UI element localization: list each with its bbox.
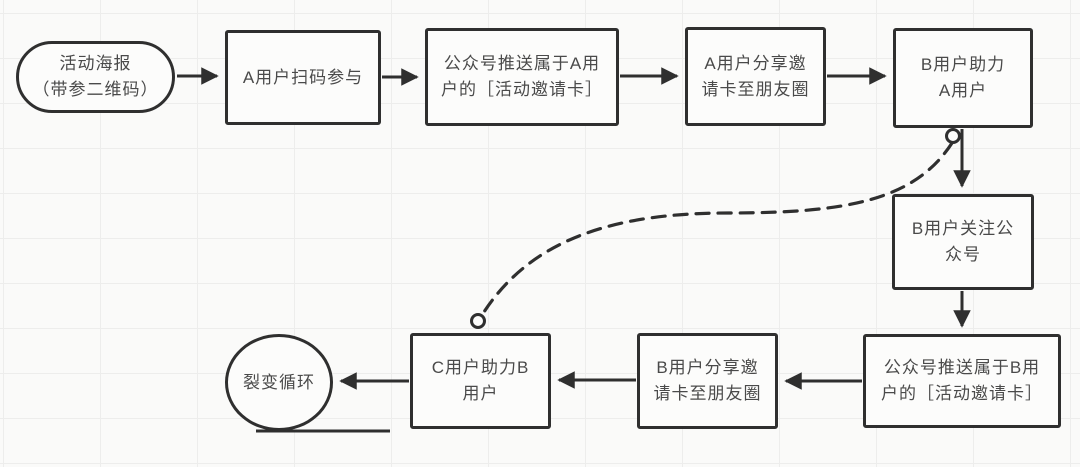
node-b-user-follows-account: B用户关注公 众号 — [892, 194, 1034, 290]
node-a-user-share-moments: A用户分享邀 请卡至朋友圈 — [685, 27, 826, 126]
node-b-user-share-moments: B用户分享邀 请卡至朋友圈 — [637, 333, 778, 429]
node-a-user-scan-code: A用户扫码参与 — [225, 30, 381, 125]
node-c-user-helps-b: C用户助力B 用户 — [410, 333, 551, 429]
node-fission-loop: 裂变循环 — [225, 334, 333, 431]
dashed-link-b-help-a-to-c-help-b — [482, 141, 954, 314]
node-activity-poster: 活动海报 （带参二维码） — [16, 41, 175, 113]
node-b-user-helps-a: B用户助力 A用户 — [893, 28, 1033, 128]
node-push-invitation-card-a: 公众号推送属于A用 户的［活动邀请卡］ — [425, 28, 619, 126]
node-push-invitation-card-b: 公众号推送属于B用 户的［活动邀请卡］ — [863, 334, 1061, 428]
dashed-link-end-circle — [470, 313, 486, 329]
dashed-link-start-circle — [945, 128, 961, 144]
